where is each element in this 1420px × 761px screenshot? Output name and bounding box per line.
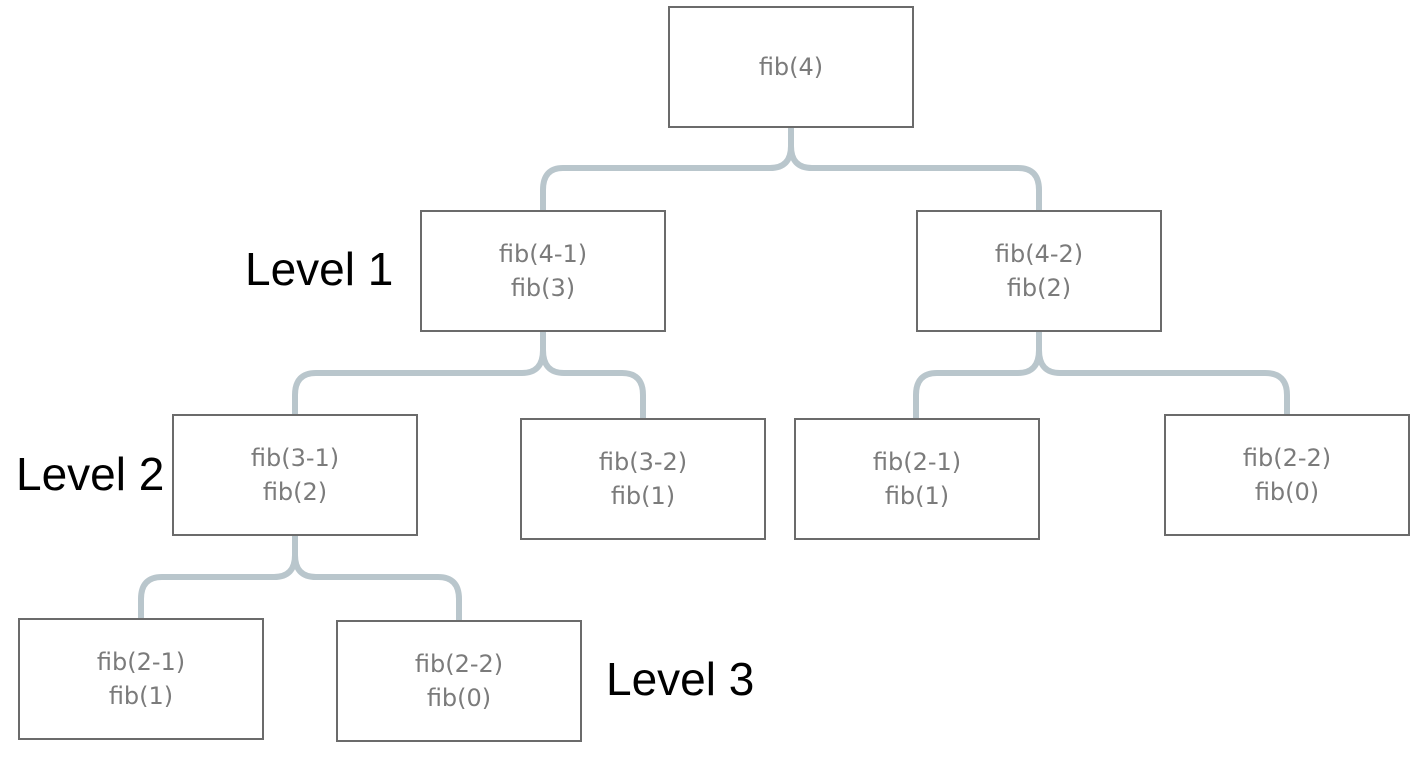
node-line: fib(0): [1254, 478, 1320, 506]
node-fib-3-2: fib(3-2) fib(1): [520, 418, 766, 540]
node-fib-4-1: fib(4-1) fib(3): [420, 210, 666, 332]
node-line: fib(2-2): [1242, 444, 1332, 472]
node-fib-3-1: fib(3-1) fib(2): [172, 414, 418, 536]
node-line: fib(1): [108, 682, 174, 710]
node-line: fib(2-2): [414, 650, 504, 678]
connector-root-to-l1: [540, 128, 1042, 210]
level-3-label: Level 3: [606, 653, 755, 705]
node-line: fib(4-2): [994, 240, 1084, 268]
node-line: fib(2-1): [96, 648, 186, 676]
connector-l2-a-to-l3: [138, 536, 462, 620]
node-line: fib(2): [262, 478, 328, 506]
node-line: fib(3-1): [250, 444, 340, 472]
node-fib-2-2-left: fib(2-2) fib(0): [336, 620, 582, 742]
connector-l1-right-to-l2: [913, 332, 1290, 418]
connector-l1-left-to-l2: [292, 332, 646, 418]
node-line: fib(1): [610, 482, 676, 510]
node-line: fib(1): [884, 482, 950, 510]
level-2-label: Level 2: [16, 448, 165, 500]
node-fib-2-1-right: fib(2-1) fib(1): [794, 418, 1040, 540]
node-line: fib(3): [510, 274, 576, 302]
node-line: fib(4): [758, 53, 824, 81]
node-line: fib(2-1): [872, 448, 962, 476]
node-fib-4: fib(4): [668, 6, 914, 128]
node-line: fib(3-2): [598, 448, 688, 476]
node-fib-4-2: fib(4-2) fib(2): [916, 210, 1162, 332]
node-line: fib(2): [1006, 274, 1072, 302]
node-fib-2-2-right: fib(2-2) fib(0): [1164, 414, 1410, 536]
node-fib-2-1-left: fib(2-1) fib(1): [18, 618, 264, 740]
level-1-label: Level 1: [245, 243, 394, 295]
node-line: fib(4-1): [498, 240, 588, 268]
node-line: fib(0): [426, 684, 492, 712]
